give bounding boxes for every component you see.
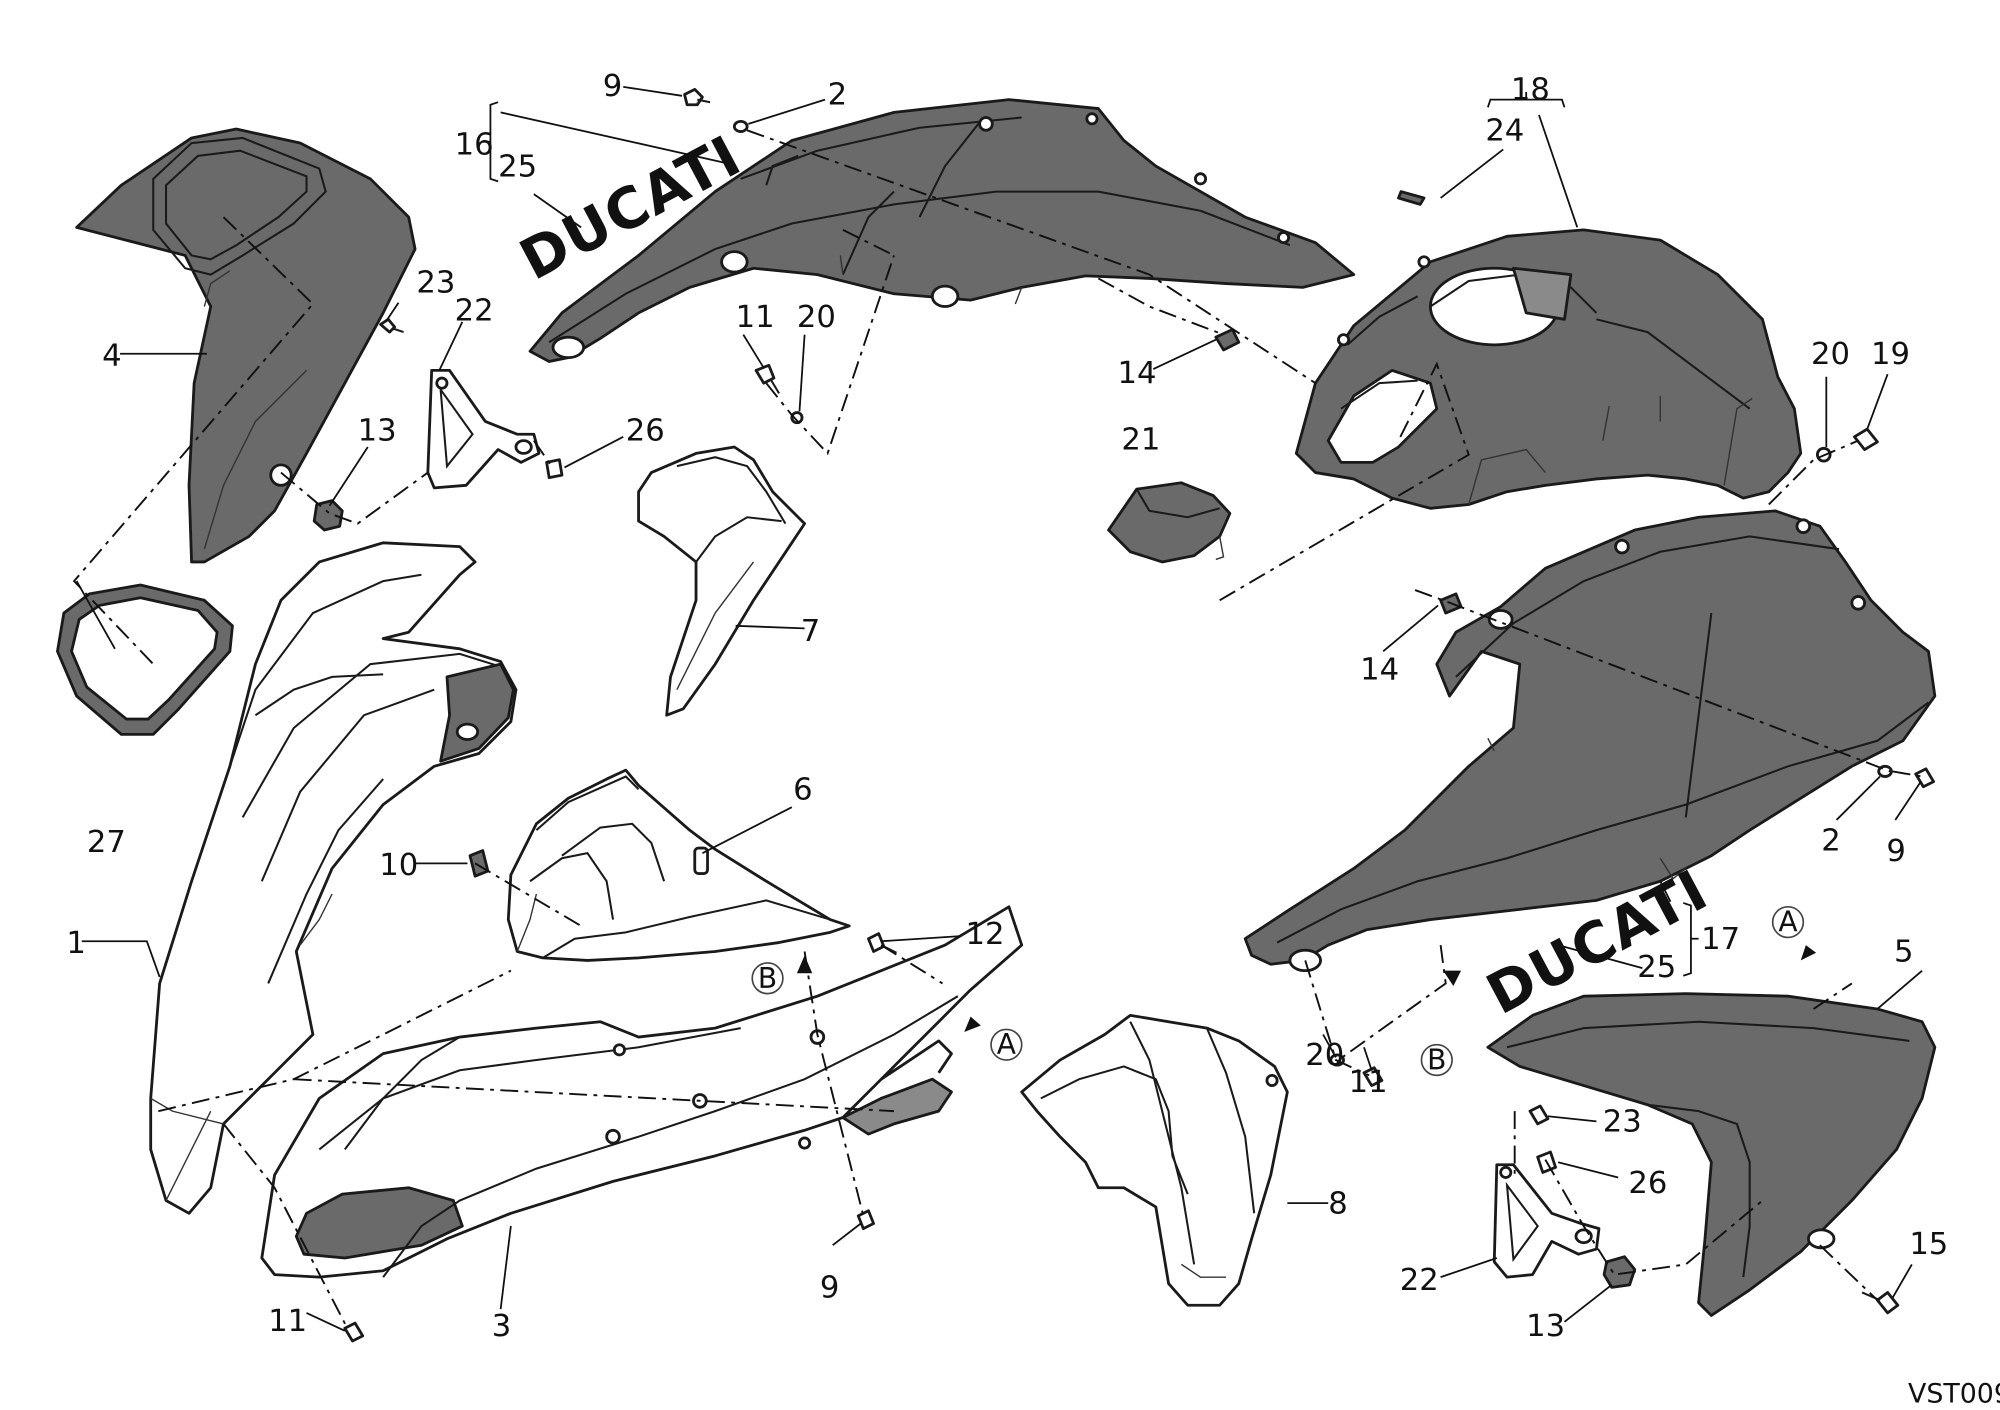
label-23-left: 23	[416, 265, 455, 300]
label-11-bottom: 11	[268, 1304, 307, 1339]
part-7-side-trim	[637, 445, 807, 717]
label-9-top: 9	[603, 69, 622, 104]
part-number-labels: 4 27 1 3 9 2 16 25 23 22 13 26 11 20 7 6…	[66, 69, 1948, 1344]
direction-arrows	[796, 945, 1817, 1032]
assembly-lines	[72, 129, 1923, 1329]
part-5-rear-panel	[1486, 992, 1937, 1317]
label-20-top: 20	[797, 300, 836, 335]
label-20-bottom: 20	[1305, 1038, 1344, 1073]
part-27-gasket	[56, 583, 234, 736]
reference-marker-b-left: B	[751, 962, 784, 995]
label-17: 17	[1701, 922, 1740, 957]
label-22-right: 22	[1400, 1263, 1439, 1298]
part-3-lower-fairing	[260, 905, 1024, 1279]
label-19: 19	[1871, 337, 1910, 372]
label-18: 18	[1511, 73, 1550, 108]
reference-marker-b-right: B	[1420, 1044, 1453, 1077]
part-22-bracket-right	[1492, 1163, 1601, 1279]
part-1-front-fairing	[149, 541, 518, 1215]
part-17-side-panel-right	[1243, 509, 1937, 973]
label-14-top: 14	[1117, 356, 1156, 391]
part-22-bracket-left	[426, 368, 541, 490]
label-25-right: 25	[1637, 950, 1676, 985]
label-13-left: 13	[358, 414, 397, 449]
part-6-inner-panel	[506, 768, 851, 962]
part-18-tank-cover	[1294, 228, 1803, 510]
label-14-right: 14	[1360, 652, 1399, 687]
label-5: 5	[1894, 935, 1914, 970]
part-16-tank-cover-left	[528, 98, 1356, 363]
label-12: 12	[966, 917, 1005, 952]
label-7: 7	[801, 614, 821, 649]
label-26-left: 26	[626, 414, 665, 449]
label-9-right: 9	[1886, 834, 1906, 869]
label-23-right: 23	[1603, 1105, 1642, 1140]
drawing-code: VST00900	[1908, 1378, 2000, 1409]
label-24: 24	[1485, 114, 1524, 149]
label-13-right: 13	[1526, 1309, 1565, 1344]
label-3: 3	[492, 1309, 512, 1344]
label-8: 8	[1328, 1186, 1348, 1221]
svg-text:A: A	[1778, 906, 1797, 939]
label-25-left: 25	[498, 149, 537, 184]
label-1: 1	[66, 926, 86, 961]
svg-text:B: B	[1427, 1044, 1446, 1077]
part-4-side-panel	[75, 127, 417, 564]
label-26-right: 26	[1628, 1166, 1667, 1201]
svg-text:B: B	[758, 962, 777, 995]
label-22-left: 22	[455, 294, 494, 329]
reference-marker-a-right: A	[1771, 906, 1805, 939]
label-2-top: 2	[828, 78, 848, 113]
label-11-top: 11	[736, 300, 775, 335]
part-21-bracket	[1107, 481, 1232, 564]
label-10: 10	[379, 848, 418, 883]
part-8-side-panel	[1020, 1013, 1289, 1307]
label-27: 27	[87, 825, 126, 860]
svg-text:A: A	[997, 1028, 1016, 1061]
label-11-right: 11	[1349, 1065, 1388, 1100]
label-20-right: 20	[1811, 337, 1850, 372]
label-16: 16	[455, 128, 494, 163]
label-15: 15	[1909, 1227, 1948, 1262]
leader-lines	[75, 85, 1923, 1332]
label-4: 4	[102, 338, 122, 373]
label-21: 21	[1121, 423, 1160, 458]
label-6: 6	[793, 773, 813, 808]
label-2-right: 2	[1821, 824, 1841, 859]
reference-marker-a-left: A	[990, 1028, 1023, 1061]
label-9-bottom: 9	[820, 1271, 840, 1306]
